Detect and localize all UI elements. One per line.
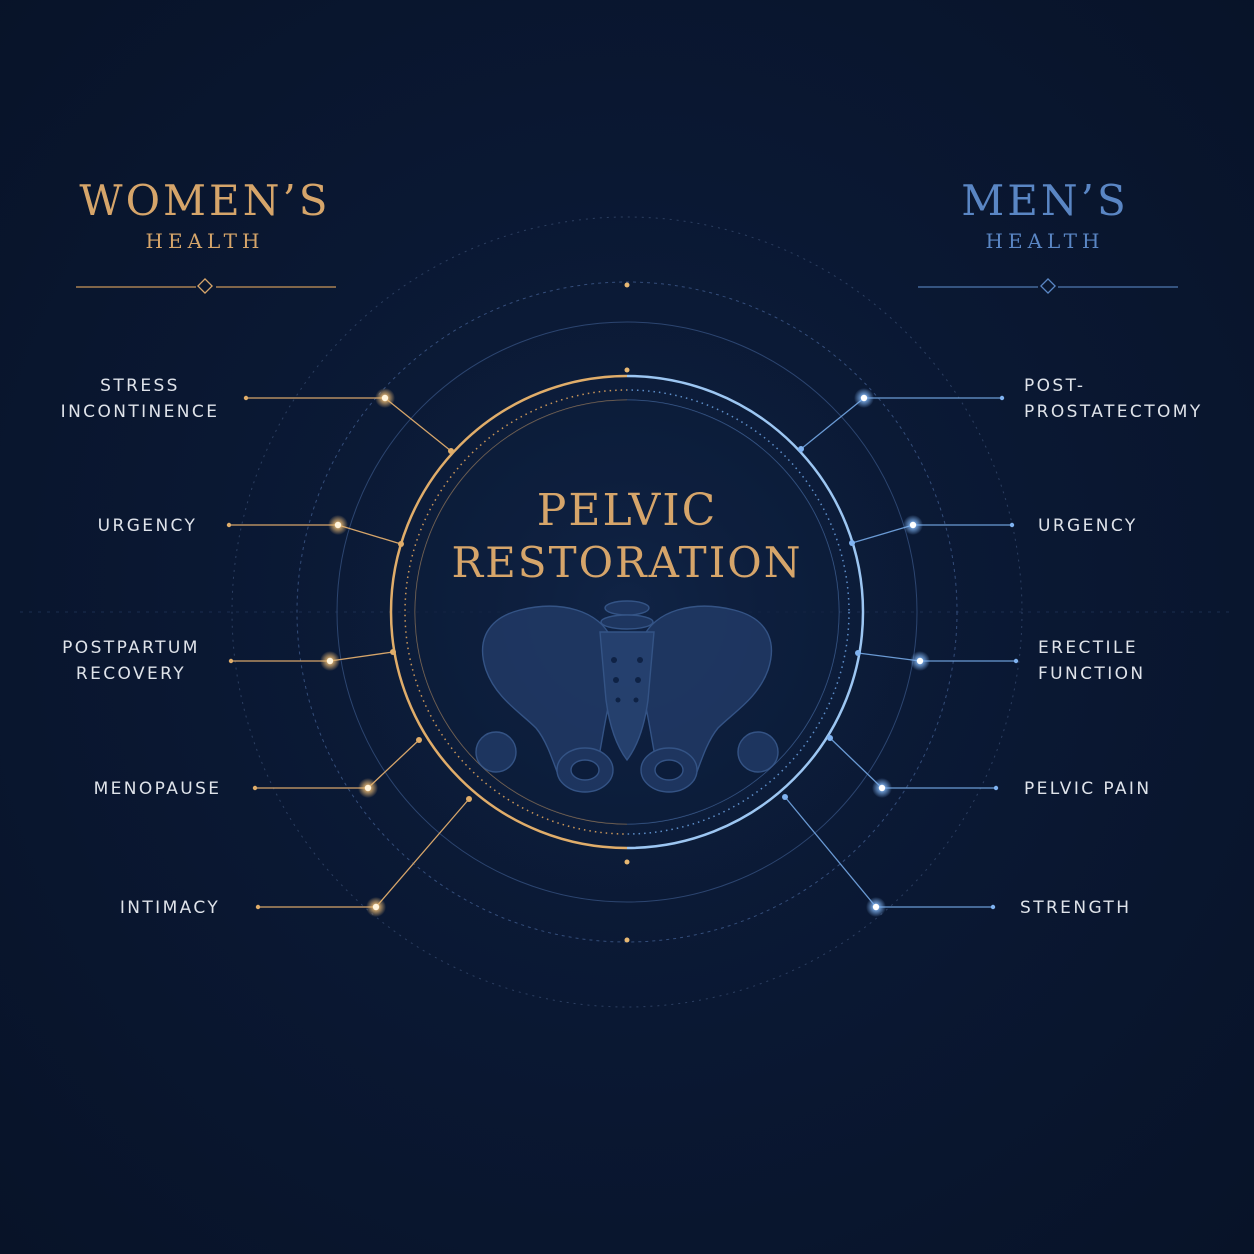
women-nodes xyxy=(226,388,472,917)
men-divider xyxy=(918,278,1178,294)
men-subheading: HEALTH xyxy=(985,229,1105,253)
women-item-postpartum-recovery: POSTPARTUM RECOVERY xyxy=(62,638,200,684)
women-item-menopause: MENOPAUSE xyxy=(93,779,222,799)
men-item-pelvic-pain: PELVIC PAIN xyxy=(1024,779,1152,799)
men-item-post-prostatectomy: POST- PROSTATECTOMY xyxy=(1024,376,1203,422)
women-heading: WOMEN’S xyxy=(79,176,331,225)
men-item-erectile-function: ERECTILE FUNCTION xyxy=(1038,638,1146,684)
women-item-intimacy: INTIMACY xyxy=(119,898,221,918)
women-subheading: HEALTH xyxy=(145,229,265,253)
pelvis-icon xyxy=(475,600,779,793)
men-item-urgency: URGENCY xyxy=(1038,516,1138,536)
women-item-urgency: URGENCY xyxy=(97,516,198,536)
women-divider xyxy=(76,278,336,294)
men-nodes xyxy=(782,388,1019,917)
center-title-line1: PELVIC xyxy=(536,485,718,536)
center-title-line2: RESTORATION xyxy=(451,538,803,587)
men-item-strength: STRENGTH xyxy=(1020,898,1132,918)
men-heading: MEN’S xyxy=(961,176,1129,225)
women-item-stress-incontinence: STRESS INCONTINENCE xyxy=(60,376,220,422)
